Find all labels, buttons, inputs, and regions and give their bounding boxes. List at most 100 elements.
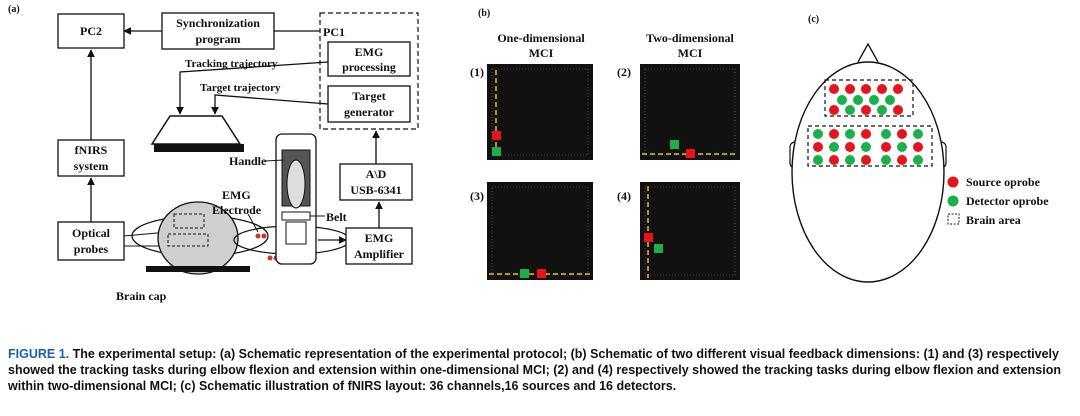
detector-probe xyxy=(877,105,887,115)
pc2-box xyxy=(57,13,125,49)
col2-title-line2: MCI xyxy=(678,46,703,60)
sync-program-box xyxy=(161,12,275,50)
dashed-square-icon xyxy=(947,213,960,225)
panel-a-tag: (a) xyxy=(8,4,20,15)
detector-probe xyxy=(881,129,891,139)
legend-source-label: Source oprobe xyxy=(966,175,1041,189)
monitor-icon xyxy=(150,115,244,152)
screen-2-label: (2) xyxy=(617,65,631,79)
detector-probe xyxy=(913,129,923,139)
detector-probe xyxy=(845,155,855,165)
detector-probe xyxy=(897,142,907,152)
detector-probe xyxy=(881,155,891,165)
detector-probe xyxy=(869,95,879,105)
source-probe xyxy=(845,142,855,152)
pc1-dashed-box xyxy=(319,12,419,130)
head-top-view-icon xyxy=(789,42,947,283)
detector-marker xyxy=(492,147,501,156)
emg-amp-line2: Amplifier xyxy=(354,247,405,261)
source-probe xyxy=(861,129,871,139)
handle-device-icon xyxy=(275,133,317,265)
ad-converter-box xyxy=(339,163,413,201)
detector-probe xyxy=(829,142,839,152)
panel-c-tag: (c) xyxy=(808,14,819,25)
caption-label: FIGURE 1. xyxy=(8,347,70,361)
screen-3-label: (3) xyxy=(470,189,484,203)
col2-title-line1: Two-dimensional xyxy=(646,31,734,45)
detector-probe xyxy=(861,142,871,152)
col1-title-line2: MCI xyxy=(529,46,554,60)
source-probe xyxy=(829,105,839,115)
detector-probe xyxy=(885,95,895,105)
ad-line2: USB-6341 xyxy=(350,183,401,197)
emg-electrode-line2: Electrode xyxy=(212,203,262,217)
detector-probe xyxy=(845,129,855,139)
source-probe xyxy=(861,105,871,115)
legend-detector-label: Detector oprobe xyxy=(966,194,1049,208)
source-marker xyxy=(686,149,695,158)
screen-3: (3) xyxy=(470,182,593,280)
source-marker xyxy=(492,131,501,140)
source-probe xyxy=(913,142,923,152)
source-probe xyxy=(829,129,839,139)
detector-marker xyxy=(670,140,679,149)
optical-line2: probes xyxy=(74,242,109,256)
source-probe xyxy=(893,84,903,94)
pc2-label: PC2 xyxy=(80,24,102,38)
legend: Source oprobe Detector oprobe Brain area xyxy=(947,175,1049,227)
brain-area-back xyxy=(807,125,933,167)
screen-4-label: (4) xyxy=(617,189,631,203)
detector-probe xyxy=(845,105,855,115)
detector-probe xyxy=(837,95,847,105)
detector-probe xyxy=(813,129,823,139)
source-probe xyxy=(897,129,907,139)
target-generator-line2: generator xyxy=(344,105,395,119)
emg-amplifier-box xyxy=(345,227,413,265)
fnirs-system-box xyxy=(57,139,125,177)
brain-cap-label: Brain cap xyxy=(116,289,167,303)
figure: (a) PC2 Synchronization program PC1 EMG … xyxy=(8,4,1049,303)
figure-caption: FIGURE 1. The experimental setup: (a) Sc… xyxy=(8,346,1072,394)
source-probe xyxy=(893,105,903,115)
target-trajectory-label: Target trajectory xyxy=(200,82,281,94)
panel-a: (a) PC2 Synchronization program PC1 EMG … xyxy=(8,4,419,303)
sync-label-line2: program xyxy=(195,32,240,46)
source-probe xyxy=(829,84,839,94)
optical-line1: Optical xyxy=(72,226,111,240)
source-probe xyxy=(813,142,823,152)
detector-marker xyxy=(520,269,529,278)
emg-electrode-line1: EMG xyxy=(222,188,251,202)
screen-1-label: (1) xyxy=(470,65,484,79)
pc1-label: PC1 xyxy=(323,25,345,39)
source-probe xyxy=(861,84,871,94)
emg-processing-line1: EMG xyxy=(355,45,384,59)
source-probe xyxy=(877,84,887,94)
screen-2: (2) xyxy=(617,64,740,160)
target-generator-line1: Target xyxy=(352,89,386,103)
caption-text: The experimental setup: (a) Schematic re… xyxy=(8,347,1061,393)
green-dot-icon xyxy=(947,195,959,207)
fnirs-line2: system xyxy=(74,159,109,173)
detector-probe xyxy=(813,155,823,165)
probe-array xyxy=(813,84,923,165)
emg-processing-line2: processing xyxy=(342,60,396,74)
legend-brain-area-label: Brain area xyxy=(966,213,1021,227)
panel-c: (c) Source oprobe Detector oprobe Brain … xyxy=(789,14,1049,283)
fnirs-line1: fNIRS xyxy=(75,143,108,157)
target-generator-box xyxy=(327,85,411,123)
detector-marker xyxy=(654,244,663,253)
head-icon xyxy=(131,201,269,275)
source-probe xyxy=(829,155,839,165)
source-marker xyxy=(537,269,546,278)
source-marker xyxy=(644,233,653,242)
handle-label: Handle xyxy=(229,154,267,168)
screen-1: (1) xyxy=(470,64,593,160)
source-probe xyxy=(897,155,907,165)
emg-processing-box xyxy=(327,41,411,77)
detector-probe xyxy=(913,155,923,165)
ad-line1: A\D xyxy=(366,167,387,181)
col1-title-line1: One-dimensional xyxy=(497,31,585,45)
red-dot-icon xyxy=(947,176,959,188)
source-probe xyxy=(881,142,891,152)
panel-b-tag: (b) xyxy=(478,8,490,19)
